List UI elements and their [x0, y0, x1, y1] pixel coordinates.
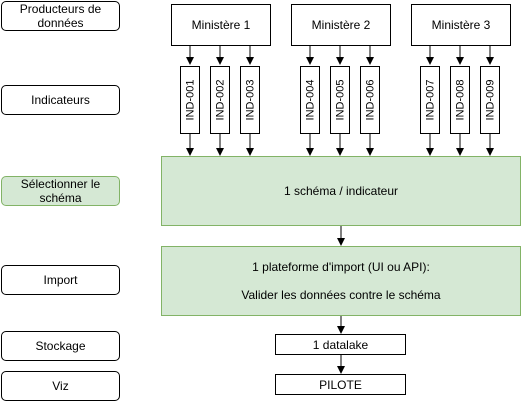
- indicator-label-003: IND-003: [244, 79, 256, 121]
- label-import-text: Import: [43, 273, 78, 287]
- indicator-label-001: IND-001: [184, 79, 196, 121]
- ministere-1-label: Ministère 1: [191, 18, 251, 32]
- indicator-label-008: IND-008: [454, 79, 466, 121]
- indicator-label-007: IND-007: [424, 79, 436, 121]
- indicator-label-002: IND-002: [214, 79, 226, 121]
- label-indicateurs: Indicateurs: [1, 85, 120, 115]
- ministere-2-label: Ministère 2: [311, 18, 371, 32]
- indicator-box-005: IND-005: [330, 66, 350, 134]
- indicator-label-009: IND-009: [484, 79, 496, 121]
- label-stockage-text: Stockage: [35, 339, 86, 353]
- indicator-box-008: IND-008: [450, 66, 470, 134]
- label-selectionner-text: Sélectionner le schéma: [20, 177, 101, 205]
- indicator-box-007: IND-007: [420, 66, 440, 134]
- import-box-line2: Valider les données contre le schéma: [241, 288, 441, 302]
- indicator-box-009: IND-009: [480, 66, 500, 134]
- indicator-box-001: IND-001: [180, 66, 200, 134]
- ministere-3-label: Ministère 3: [431, 18, 491, 32]
- label-import: Import: [1, 265, 120, 295]
- datalake-box: 1 datalake: [275, 334, 406, 355]
- import-box-line1: 1 plateforme d'import (UI ou API):: [252, 260, 430, 274]
- label-producteurs: Producteurs de données: [1, 1, 120, 31]
- schema-box: 1 schéma / indicateur: [161, 156, 521, 226]
- schema-box-text: 1 schéma / indicateur: [283, 184, 399, 198]
- indicator-label-006: IND-006: [364, 79, 376, 121]
- label-viz: Viz: [1, 371, 120, 401]
- pilote-box-text: PILOTE: [319, 377, 362, 392]
- pilote-box: PILOTE: [275, 374, 406, 395]
- datalake-box-text: 1 datalake: [312, 337, 369, 352]
- label-indicateurs-text: Indicateurs: [31, 93, 90, 107]
- ministere-1-box: Ministère 1: [171, 4, 271, 46]
- import-box: 1 plateforme d'import (UI ou API): Valid…: [161, 246, 521, 316]
- indicator-box-002: IND-002: [210, 66, 230, 134]
- ministere-2-box: Ministère 2: [291, 4, 391, 46]
- label-selectionner: Sélectionner le schéma: [1, 176, 120, 206]
- label-producteurs-text: Producteurs de données: [19, 2, 102, 30]
- indicator-box-004: IND-004: [300, 66, 320, 134]
- indicator-label-004: IND-004: [304, 79, 316, 121]
- indicator-box-006: IND-006: [360, 66, 380, 134]
- label-viz-text: Viz: [52, 379, 69, 393]
- label-stockage: Stockage: [1, 331, 120, 361]
- indicator-box-003: IND-003: [240, 66, 260, 134]
- ministere-3-box: Ministère 3: [411, 4, 511, 46]
- indicator-label-005: IND-005: [334, 79, 346, 121]
